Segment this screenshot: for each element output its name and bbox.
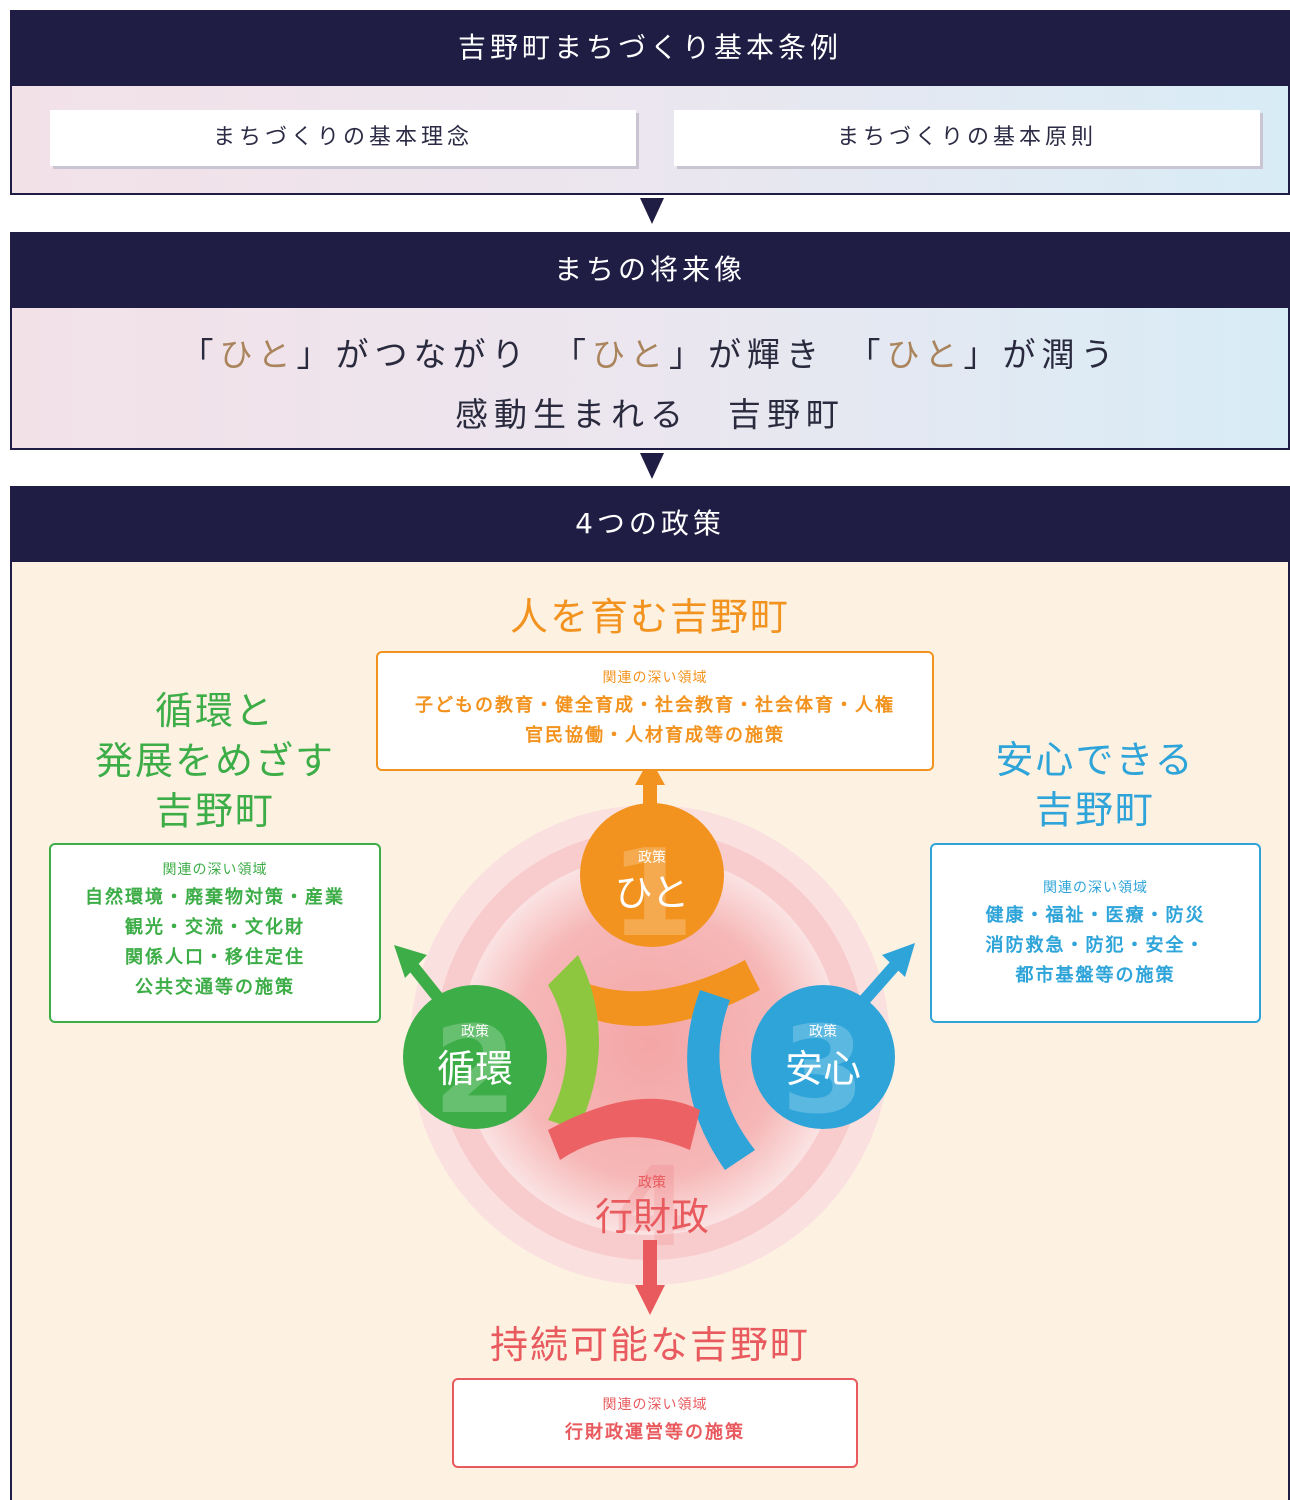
vision-phrase-3: 」が潤う [963,335,1120,374]
heading-line: 発展をめざす [94,739,335,783]
arrow-down-icon [635,1285,665,1315]
policy-heading-1: 人を育む吉野町 [400,592,900,642]
policy-box-4: 関連の深い領域 行財政運営等の施策 [452,1378,858,1468]
policy-number-4: 4 [614,1143,691,1271]
seisaku-label: 政策 [638,1174,666,1191]
vision-phrase-2: 」が輝き [669,335,825,374]
hito-word: ひと [591,335,669,374]
arc-green [548,955,599,1130]
vision-title: まちの将来像 [10,232,1290,308]
area-line: 公共交通等の施策 [135,977,295,998]
heading-line: 吉野町 [154,789,275,833]
policy-name-gyozaisei: 行財政 [595,1195,709,1239]
heading-line: 持続可能な吉野町 [489,1323,810,1367]
related-label: 関連の深い領域 [602,1397,708,1413]
principle-basic-philosophy: まちづくりの基本理念 [50,110,636,166]
policy-heading-3: 安心できる 吉野町 [940,735,1250,835]
seisaku-label: 政策 [461,1023,489,1040]
policy-heading-4: 持続可能な吉野町 [400,1320,900,1370]
area-line: 子どもの教育・健全育成・社会教育・社会体育・人権 [415,695,895,716]
principle-basic-rules: まちづくりの基本原則 [674,110,1260,166]
area-line: 行財政運営等の施策 [565,1422,745,1443]
heading-line: 吉野町 [1034,788,1155,832]
policy-circle-junkan [403,985,547,1129]
policy-name-hito: ひと [615,871,690,915]
bracket-open: 「 [180,335,220,374]
heading-line: 人を育む吉野町 [509,595,790,639]
related-label: 関連の深い領域 [162,862,268,878]
related-label: 関連の深い領域 [602,670,708,686]
policy-circle-anshin [751,985,895,1129]
policy-number-3: 3 [781,1002,865,1141]
policy-number-2: 2 [433,1002,517,1141]
heading-line: 安心できる [995,738,1195,782]
vision-phrase-1: 」がつながり [296,335,531,374]
vision-line-1: 「ひと」がつながり 「ひと」が輝き 「ひと」が潤う [12,328,1288,376]
arc-blue [687,990,755,1170]
hito-word: ひと [886,335,964,374]
policy-box-1: 関連の深い領域 子どもの教育・健全育成・社会教育・社会体育・人権 官民協働・人材… [376,651,934,771]
seisaku-label: 政策 [638,849,666,866]
policy-name-junkan: 循環 [437,1047,513,1091]
arrow-down-shaft [643,1240,657,1290]
policies-title: 4つの政策 [10,486,1290,562]
arrow-up-icon [635,758,665,785]
seisaku-label: 政策 [809,1023,837,1040]
area-line: 健康・福祉・医療・防災 [985,905,1206,926]
area-line: 消防救急・防犯・安全・ [985,935,1206,956]
arc-red [548,1098,700,1160]
bracket-open: 「 [569,335,592,374]
arrow-right-shaft [855,958,903,1009]
arrow-upleft-icon [394,945,427,978]
heading-line: 循環と [154,689,275,733]
policy-number-1: 1 [610,825,694,964]
down-arrow-icon [640,453,664,479]
bracket-open: 「 [864,335,887,374]
policy-box-2: 関連の深い領域 自然環境・廃棄物対策・産業 観光・交流・文化財 関係人口・移住定… [49,843,381,1023]
area-line: 自然環境・廃棄物対策・産業 [85,887,345,908]
area-line: 都市基盤等の施策 [1015,965,1176,986]
area-line: 官民協働・人材育成等の施策 [525,725,785,746]
arrow-upright-icon [882,943,915,977]
related-label: 関連の深い領域 [1043,880,1148,896]
down-arrow-icon [640,198,664,224]
hito-word: ひと [219,335,297,374]
policy-circle-hito [580,803,724,947]
policy-box-3: 関連の深い領域 健康・福祉・医療・防災 消防救急・防犯・安全・ 都市基盤等の施策 [930,843,1261,1023]
area-line: 関係人口・移住定住 [125,947,305,968]
vision-panel: 「ひと」がつながり 「ひと」が輝き 「ひと」が潤う 感動生まれる 吉野町 [10,308,1290,450]
ordinance-panel: まちづくりの基本理念 まちづくりの基本原則 [10,86,1290,195]
vision-line-2: 感動生まれる 吉野町 [455,395,845,434]
policy-name-anshin: 安心 [785,1047,861,1091]
policy-heading-2: 循環と 発展をめざす 吉野町 [60,686,370,836]
area-line: 観光・交流・文化財 [125,917,305,938]
ordinance-title: 吉野町まちづくり基本条例 [10,10,1290,86]
